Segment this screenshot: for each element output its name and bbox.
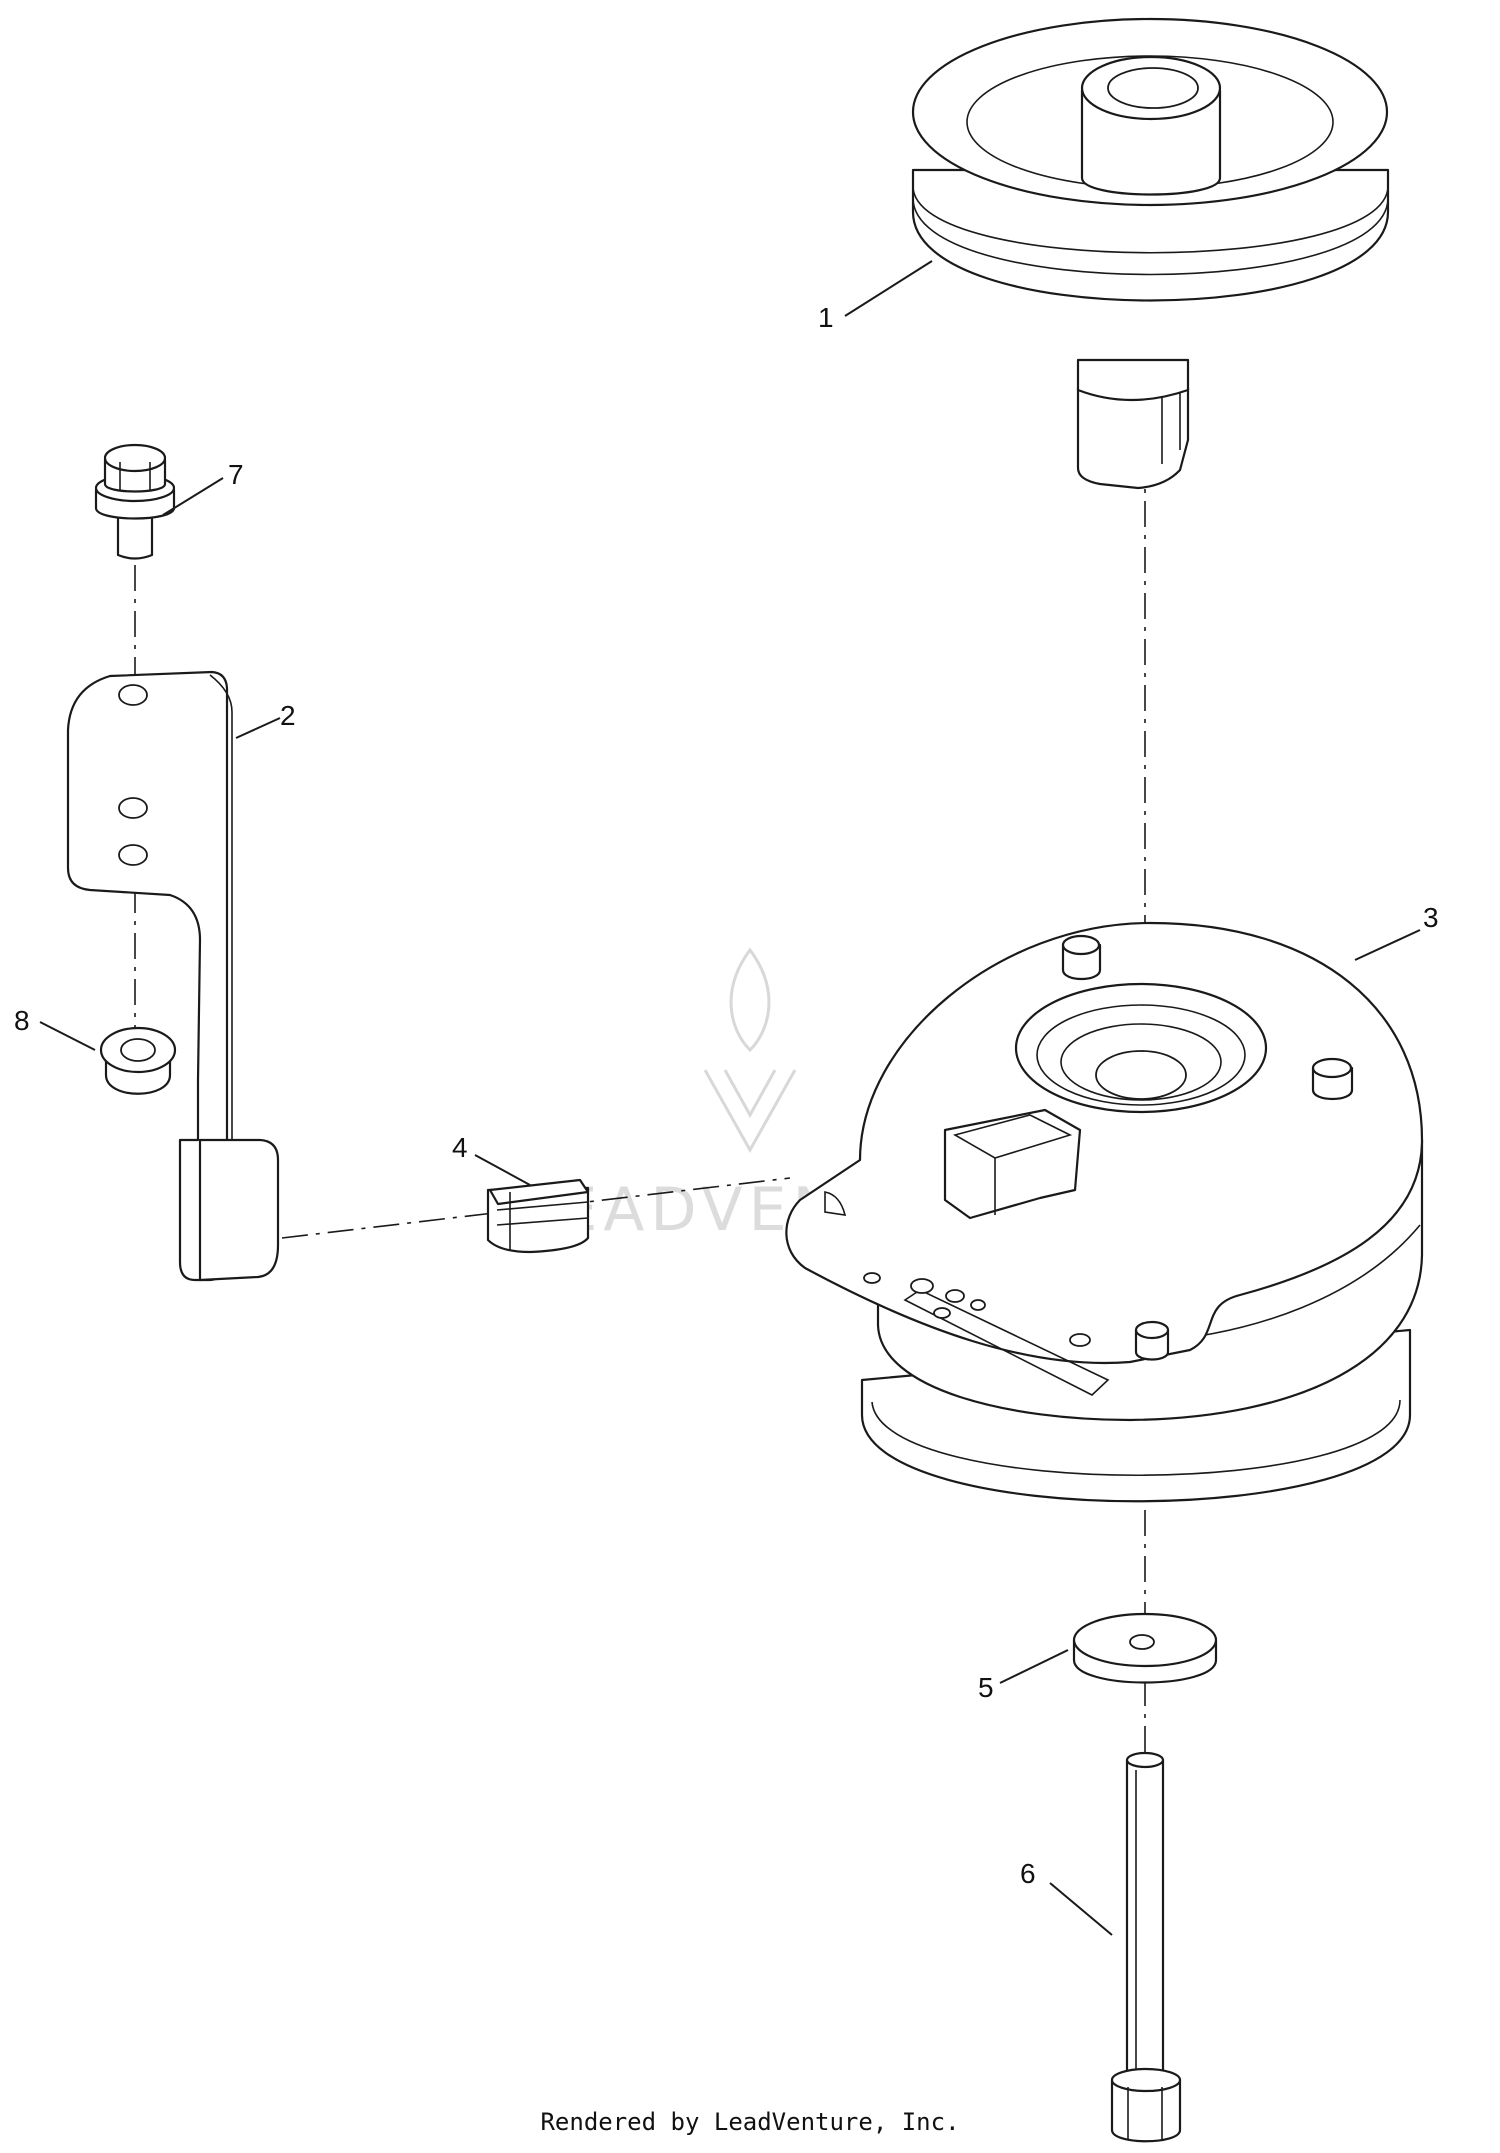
long-bolt-part xyxy=(1110,1751,1182,2143)
clutch-part xyxy=(785,921,1424,1503)
callout-labels: 1 2 3 4 5 6 7 8 xyxy=(14,302,1439,1889)
footer-credit: Rendered by LeadVenture, Inc. xyxy=(540,2108,960,2136)
callout-8: 8 xyxy=(14,1005,30,1036)
washer-part xyxy=(1072,1612,1218,1684)
bracket-part xyxy=(66,670,280,1282)
callout-4: 4 xyxy=(452,1132,468,1163)
callout-6: 6 xyxy=(1020,1858,1036,1889)
callout-1: 1 xyxy=(818,302,834,333)
spacer-clip-part xyxy=(486,1178,590,1254)
flange-nut-part xyxy=(99,1026,177,1095)
leader-lines xyxy=(39,260,1421,1936)
callout-7: 7 xyxy=(228,459,244,490)
callout-5: 5 xyxy=(978,1672,994,1703)
callout-2: 2 xyxy=(280,700,296,731)
pulley-part xyxy=(911,17,1390,490)
callout-3: 3 xyxy=(1423,902,1439,933)
bolt-part xyxy=(94,443,176,560)
